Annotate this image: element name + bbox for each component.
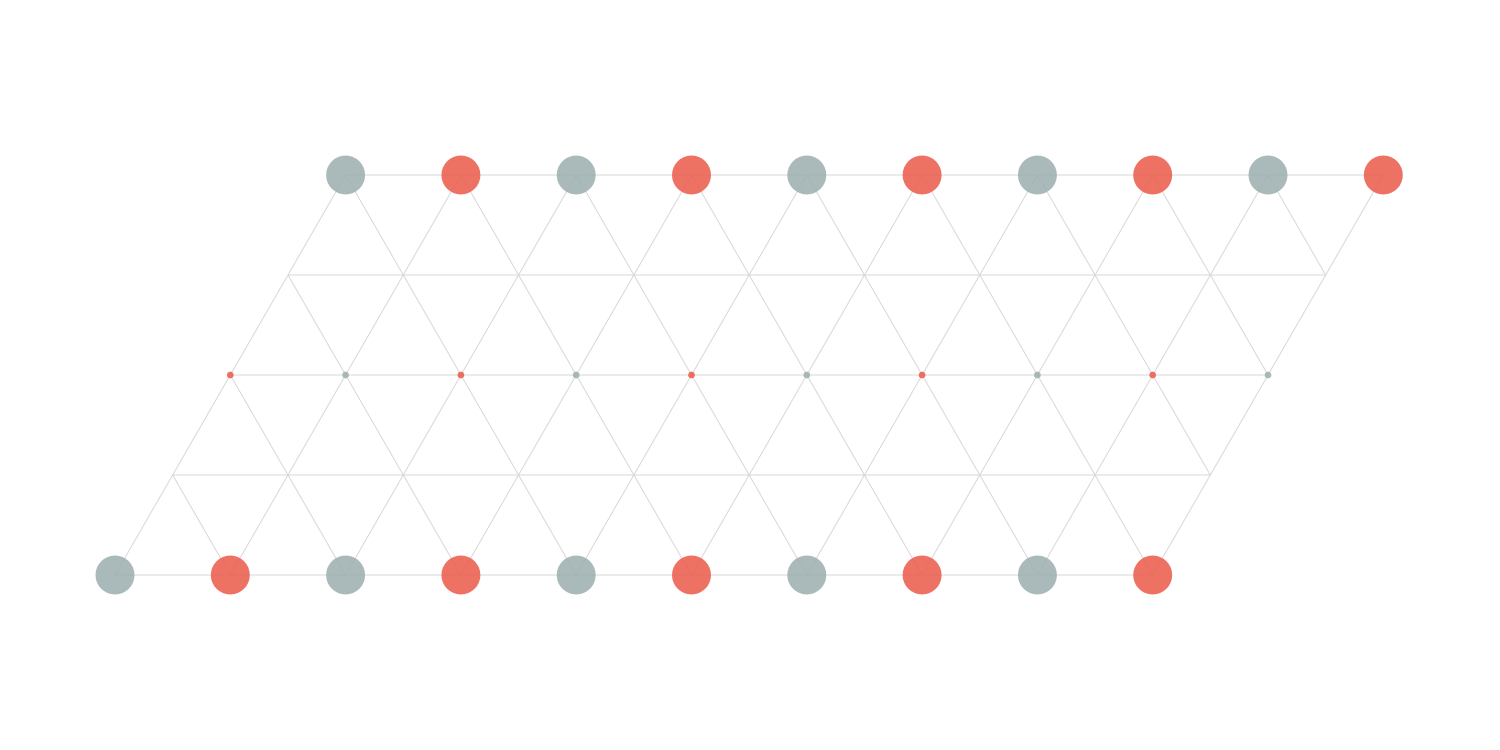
middle-row-node-red [226,371,234,379]
grid-diagonal-line [633,374,692,476]
grid-diagonal-line [921,274,981,376]
bottom-row-node-red [902,555,942,595]
middle-row-node-grey [572,371,580,379]
grid-diagonal-line [229,374,289,476]
top-row-node-red [1133,155,1173,195]
grid-diagonal-line [1094,374,1154,476]
grid-diagonal-line [1209,374,1269,476]
top-row-node-grey [1017,155,1057,195]
grid-diagonal-line [806,274,865,376]
grid-diagonal-line [1209,274,1269,376]
middle-row-node-red [457,371,465,379]
bottom-row-node-red [1133,555,1173,595]
bottom-row-node-grey [95,555,135,595]
nodes [95,155,1403,595]
grid-diagonal-line [518,374,577,476]
grid-diagonal-line [402,274,462,376]
grid-diagonal-line [748,374,808,476]
middle-row-node-grey [1264,371,1272,379]
middle-row-node-red [688,371,695,379]
grid-diagonal-line [229,274,289,376]
bottom-row-node-red [441,555,481,595]
top-row-node-grey [326,155,366,195]
grid-diagonal-line [748,274,808,376]
grid-diagonal-line [1152,374,1211,476]
grid-diagonal-line [575,274,635,376]
grid-diagonal-line [979,374,1038,476]
grid-diagonal-line [1036,374,1096,476]
top-row-node-grey [787,155,827,195]
grid-diagonal-line [691,374,750,476]
bottom-row-node-grey [1017,555,1057,595]
grid-diagonal-line [460,274,519,376]
grid-diagonal-line [633,274,692,376]
grid-diagonal-line [1036,274,1096,376]
grid-diagonal-line [287,274,347,376]
grid-diagonal-line [460,374,519,476]
grid-diagonal-line [921,374,981,476]
bottom-row-node-red [210,555,250,595]
top-row-node-grey [1248,155,1288,195]
top-row-node-red [441,155,481,195]
grid-diagonal-line [1152,274,1211,376]
grid-diagonal-line [402,374,462,476]
middle-row-node-grey [803,371,811,379]
top-row-node-red [1363,155,1403,195]
middle-row-node-grey [1034,371,1041,379]
top-row-node-red [902,155,942,195]
middle-row-node-red [918,371,926,379]
grid-lines [114,174,1384,576]
grid-diagonal-line [575,374,635,476]
bottom-row-node-grey [556,555,596,595]
bottom-row-node-grey [326,555,366,595]
grid-diagonal-line [345,374,404,476]
bottom-row-node-red [672,555,711,595]
grid-diagonal-line [864,374,923,476]
top-row-node-red [672,155,711,195]
grid-diagonal-line [806,374,865,476]
grid-diagonal-line [172,374,231,476]
grid-diagonal-line [518,274,577,376]
grid-diagonal-line [691,274,750,376]
middle-row-node-grey [342,371,349,379]
top-row-node-grey [556,155,596,195]
grid-diagonal-line [979,274,1038,376]
grid-diagonal-line [864,274,923,376]
bottom-row-node-grey [787,555,827,595]
grid-diagonal-line [345,274,404,376]
middle-row-node-red [1149,371,1157,379]
grid-diagonal-line [1094,274,1154,376]
grid-diagonal-line [287,374,347,476]
grid-diagonal-line [1267,274,1327,376]
